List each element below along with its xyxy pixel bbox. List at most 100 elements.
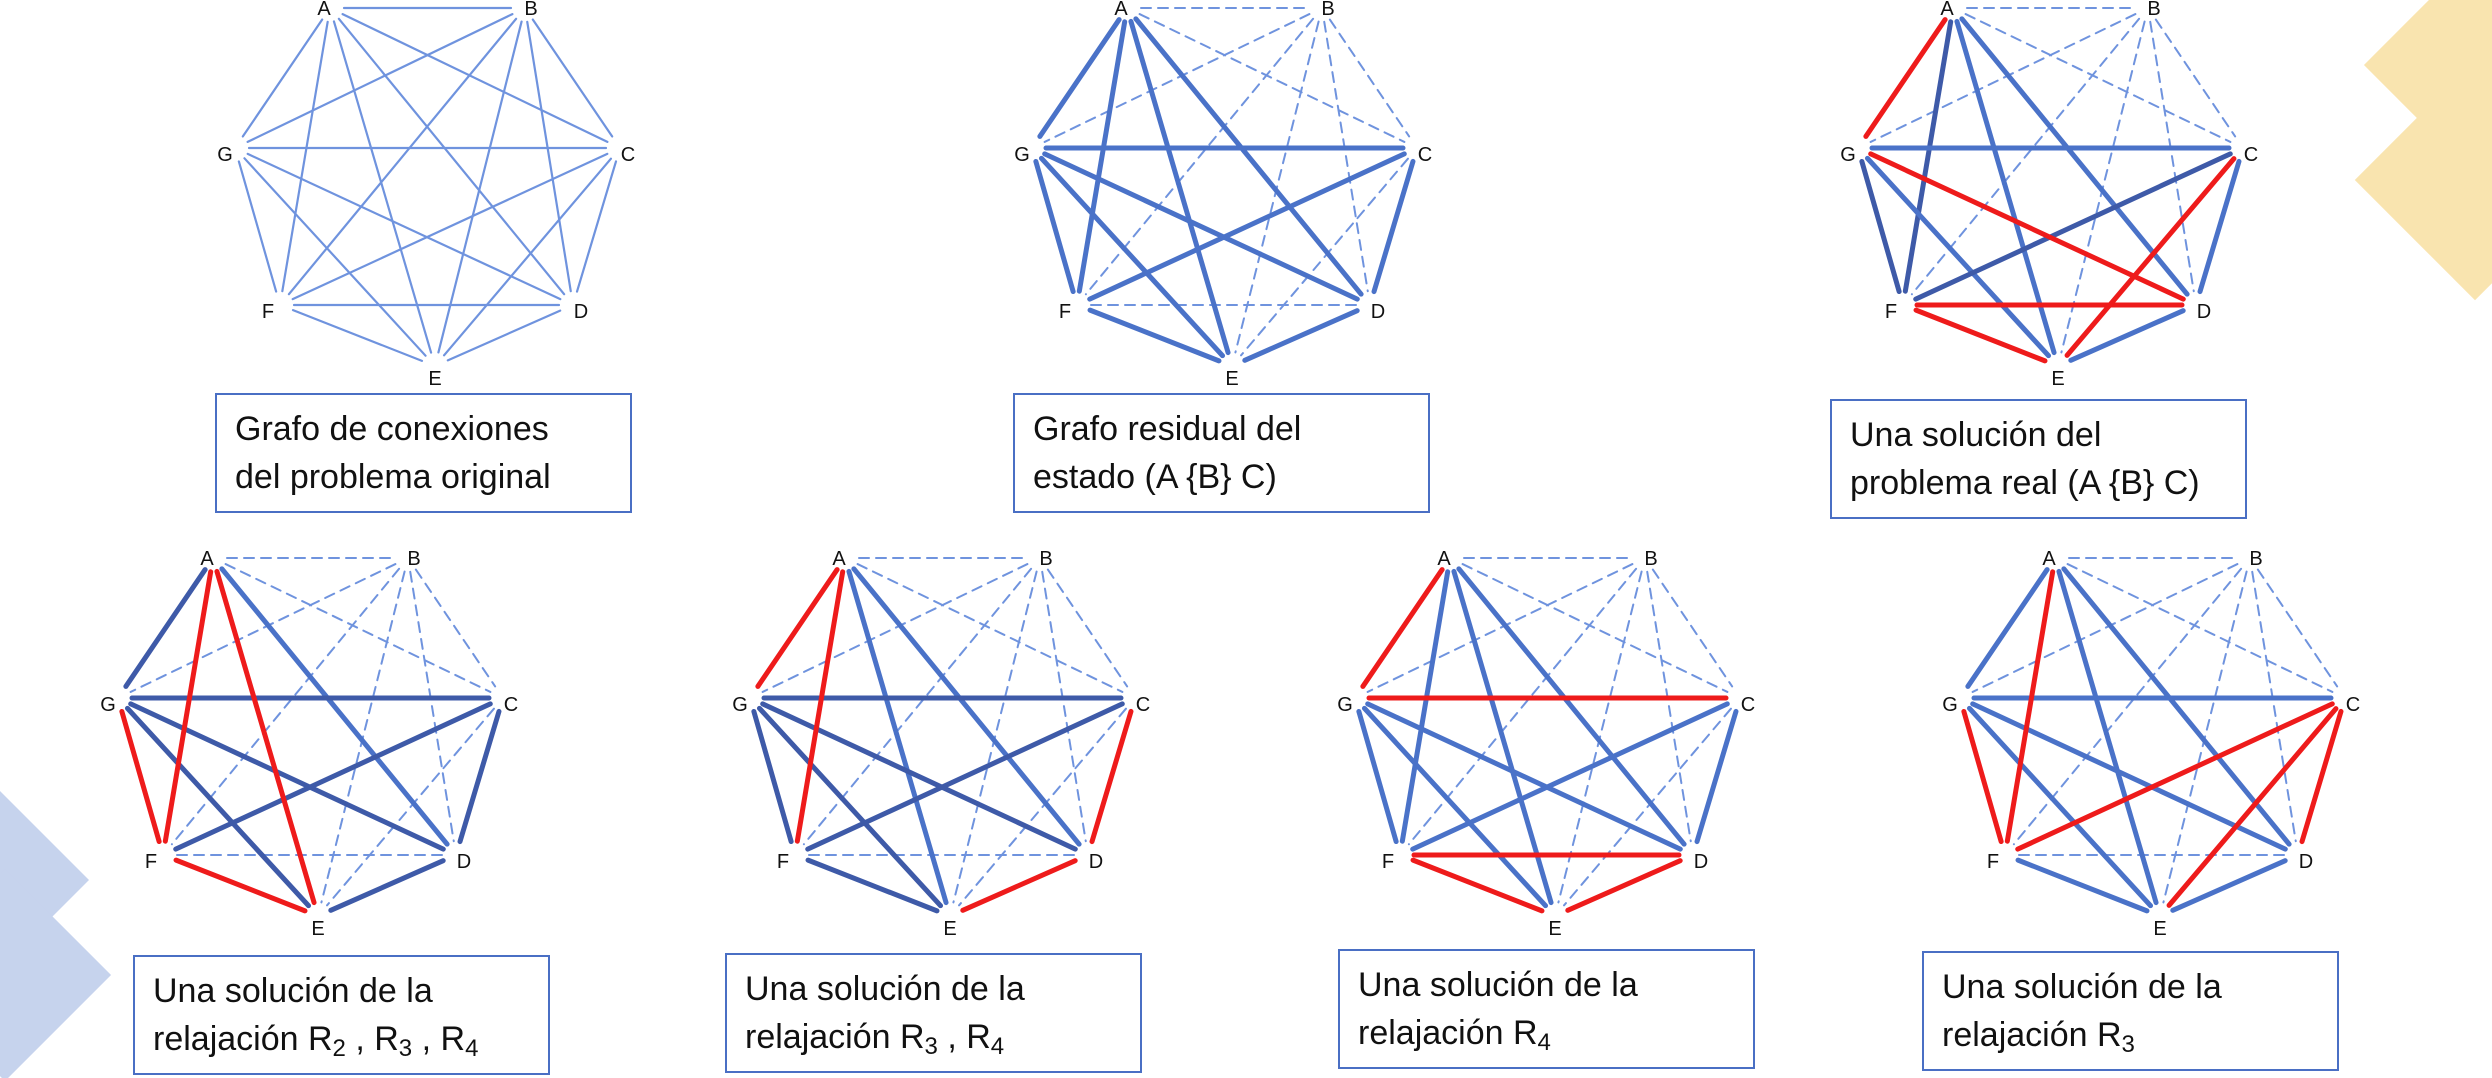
edge-A-F-bold (1076, 19, 1128, 294)
edge-E-G-thin (243, 157, 427, 357)
edge-A-D-thin (337, 17, 566, 296)
edge-A-G-red (755, 567, 840, 689)
edge-C-D-bold (1694, 708, 1739, 845)
edge-F-E-red (1410, 857, 1545, 914)
edge-E-D-bold (2170, 858, 2288, 913)
edge-C-F-dark (1913, 151, 2233, 302)
node-label-G: G (1337, 694, 1353, 716)
edge-B-D-thin (526, 20, 572, 293)
edge-B-C-dashed (414, 568, 497, 688)
edge-C-D-bold (1371, 158, 1416, 295)
edge-A-F-dark (1902, 19, 1954, 294)
node-label-E: E (428, 368, 441, 390)
caption-line: relajación R3 , R4 (745, 1013, 1122, 1061)
caption-line: relajación R3 (1942, 1011, 2319, 1059)
node-label-E: E (2051, 368, 2064, 390)
edge-F-E-bold (2015, 857, 2150, 914)
node-label-E: E (2153, 918, 2166, 940)
edge-F-C-red (2015, 701, 2335, 852)
caption-line: Una solución de la (1358, 966, 1638, 1004)
subscript: 3 (398, 1035, 413, 1062)
caption-relax-r4: Una solución de la relajación R4 (1338, 949, 1755, 1069)
caption-solution-real: Una solución del problema real (A {B} C) (1830, 399, 2247, 519)
edge-B-G-dashed (1869, 13, 2137, 143)
node-label-B: B (407, 548, 420, 570)
node-label-A: A (2042, 548, 2056, 570)
node-label-B: B (2249, 548, 2262, 570)
node-label-C: C (1136, 694, 1150, 716)
edge-B-D-dashed (409, 570, 455, 843)
edge-G-D-red (1868, 151, 2186, 302)
edge-B-G-dashed (129, 563, 397, 693)
node-label-B: B (1644, 548, 1657, 570)
node-label-A: A (1437, 548, 1451, 570)
edge-B-E-dashed (1234, 20, 1320, 354)
node-label-G: G (1014, 144, 1030, 166)
edge-B-G-dashed (761, 563, 1029, 693)
node-label-A: A (832, 548, 846, 570)
edge-G-D-bold (1042, 151, 1360, 302)
caption-text: relajación R (745, 1018, 925, 1056)
edge-B-G-thin (246, 12, 514, 144)
edge-A-D-bold (1133, 16, 1364, 297)
edge-A-F-red (794, 569, 846, 844)
edge-C-E-dashed (326, 707, 495, 907)
node-label-F: F (262, 301, 274, 323)
edge-A-C-thin (341, 12, 609, 144)
edge-A-G-bold (1965, 567, 2050, 689)
node-label-G: G (1840, 144, 1856, 166)
caption-line: Grafo de conexiones (235, 410, 549, 448)
edge-B-E-dashed (2162, 570, 2248, 904)
caption-text: , R (937, 1018, 991, 1056)
node-label-B: B (524, 0, 537, 20)
gold-diamond-decoration (2354, 0, 2492, 301)
edge-B-D-dashed (1041, 570, 1087, 843)
edge-F-E-red (1913, 307, 2048, 364)
node-label-G: G (100, 694, 116, 716)
edge-A-C-dashed (1461, 563, 1729, 693)
edge-G-E-dark (756, 705, 944, 909)
node-label-G: G (217, 144, 233, 166)
caption-residual: Grafo residual del estado (A {B} C) (1013, 393, 1430, 513)
caption-original: Grafo de conexiones del problema origina… (215, 393, 632, 513)
node-label-A: A (1114, 0, 1128, 20)
edge-G-F-dark (751, 708, 794, 845)
node-label-D: D (2299, 851, 2313, 873)
node-label-B: B (1039, 548, 1052, 570)
edge-G-E-dark (124, 705, 312, 909)
node-label-B: B (1321, 0, 1334, 20)
edge-B-E-dashed (952, 570, 1038, 904)
edge-B-D-dashed (1323, 20, 1369, 293)
caption-text: , R (412, 1020, 466, 1058)
edge-A-G-bold (1037, 17, 1122, 139)
node-label-A: A (317, 0, 331, 20)
edge-C-E-dashed (1240, 157, 1409, 357)
edge-C-E-dashed (1563, 707, 1732, 907)
edge-A-E-thin (332, 20, 433, 354)
edge-A-F-thin (281, 20, 329, 293)
edge-B-C-thin (531, 18, 614, 138)
edge-A-C-dashed (856, 563, 1124, 693)
edge-G-F-red (119, 708, 162, 845)
edge-F-E-red (173, 857, 308, 914)
edge-C-E-dashed (958, 707, 1127, 907)
subscript: 2 (332, 1035, 346, 1062)
edge-C-F-bold (1410, 701, 1730, 852)
node-label-C: C (2244, 144, 2258, 166)
node-label-F: F (1382, 851, 1394, 873)
caption-line: estado (A {B} C) (1033, 458, 1277, 496)
caption-line: problema real (A {B} C) (1850, 464, 2200, 502)
node-label-B: B (2147, 0, 2160, 20)
edge-C-D-red (1089, 708, 1134, 845)
edge-C-E-thin (442, 157, 613, 357)
node-label-E: E (943, 918, 956, 940)
node-label-F: F (777, 851, 789, 873)
node-label-D: D (1694, 851, 1708, 873)
edge-G-E-bold (1864, 155, 2052, 359)
edge-E-D-bold (2068, 308, 2186, 363)
edge-C-F-dark (173, 701, 493, 852)
edge-C-F-dark (805, 701, 1125, 852)
node-label-C: C (621, 144, 635, 166)
